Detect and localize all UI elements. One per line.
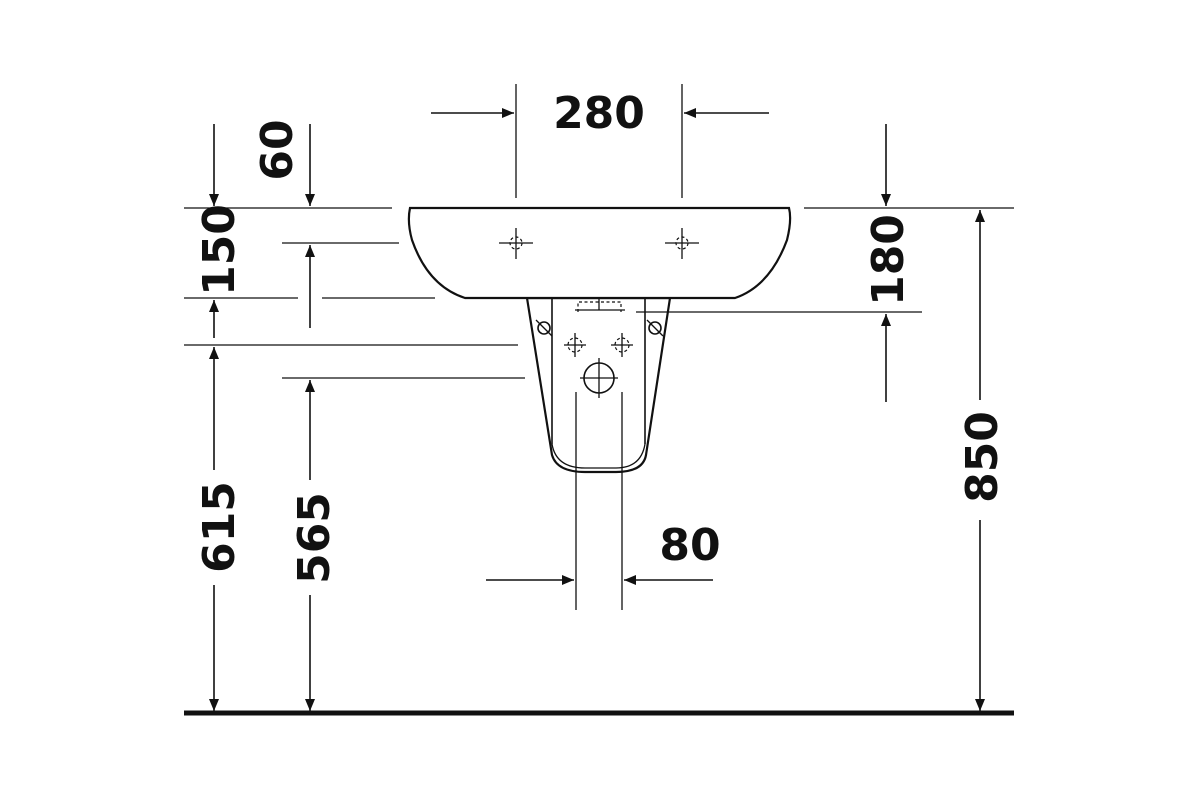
basin	[407, 206, 792, 300]
dim-label-180: 180	[863, 214, 914, 306]
supply-connection-left	[564, 333, 586, 357]
dim-label-850: 850	[957, 411, 1008, 503]
tap-hole-left	[499, 228, 533, 259]
extension-lines	[184, 84, 1014, 610]
fixing-bolt-left	[535, 319, 553, 337]
dimension-lines	[209, 108, 985, 711]
tap-hole-right	[665, 228, 699, 259]
waste-outlet	[580, 358, 618, 398]
dim-label-150: 150	[194, 204, 245, 296]
dim-label-615: 615	[194, 481, 245, 573]
supply-connection-right	[611, 333, 633, 357]
fixing-bolt-right	[646, 319, 664, 337]
dim-label-80: 80	[659, 520, 720, 571]
dim-label-60: 60	[252, 119, 303, 180]
pedestal	[525, 274, 672, 474]
dim-label-280: 280	[553, 88, 645, 139]
dim-label-565: 565	[289, 492, 340, 584]
